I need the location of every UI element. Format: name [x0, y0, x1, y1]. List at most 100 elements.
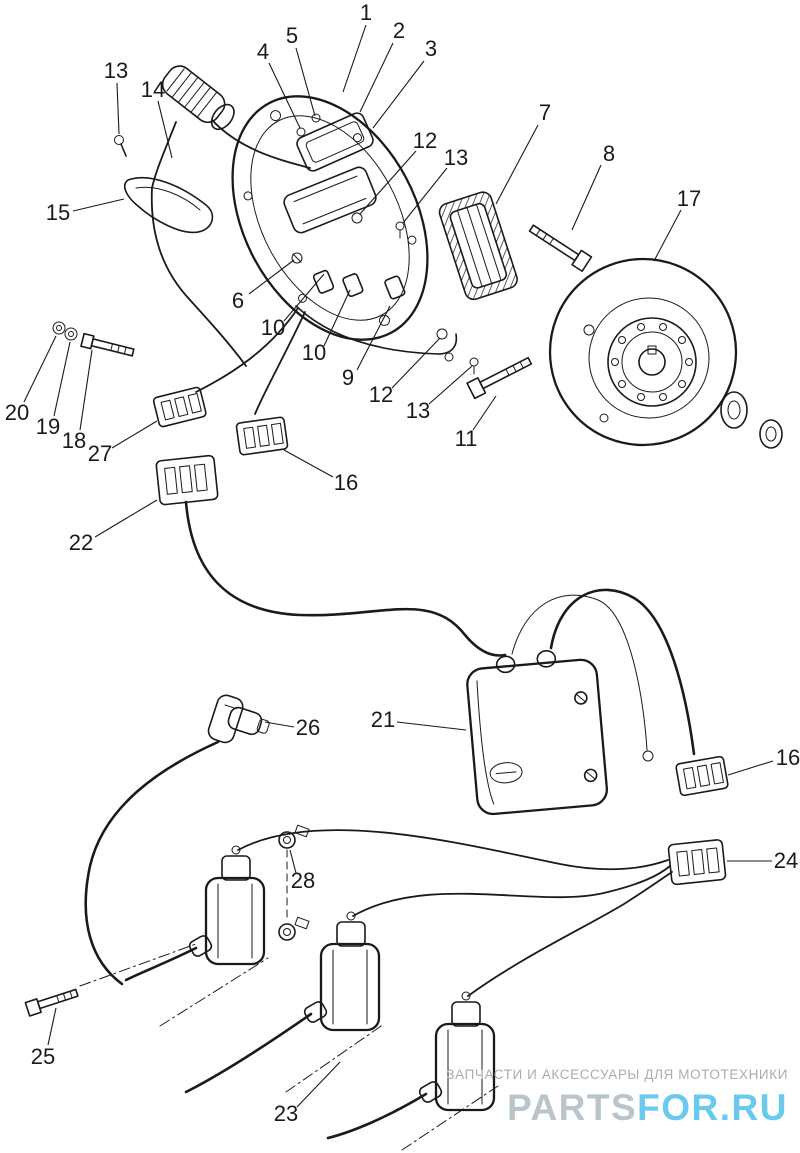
- leader-line-22: [94, 499, 158, 538]
- ignition-coil-1: [188, 845, 266, 966]
- watermark-tagline: ЗАПЧАСТИ И АКСЕССУАРЫ ДЛЯ МОТОТЕХНИКИ: [446, 1067, 788, 1083]
- part-callout-1: 1: [359, 0, 373, 25]
- leader-line-16: [727, 760, 774, 776]
- harness-wire-2: [254, 311, 306, 415]
- leader-line-12: [359, 150, 417, 215]
- leader-line-25: [47, 1007, 57, 1046]
- part-callout-4: 4: [256, 39, 270, 64]
- nut: [759, 419, 783, 449]
- leader-line-12: [391, 337, 441, 389]
- watermark-brand: PARTSFOR.RU: [446, 1087, 788, 1129]
- leader-line-26: [264, 721, 295, 728]
- leader-line-27: [111, 420, 158, 449]
- part-callout-13: 13: [103, 58, 129, 83]
- part-callout-19: 19: [35, 414, 61, 439]
- connector-16-right: [675, 755, 729, 797]
- leader-line-13: [428, 365, 473, 405]
- leader-line-1: [342, 24, 367, 93]
- leader-line-18: [79, 349, 93, 431]
- leader-line-19: [53, 341, 71, 417]
- axis-line-2: [159, 957, 269, 1027]
- part-callout-22: 22: [68, 530, 94, 555]
- charge-coil: [283, 166, 377, 234]
- flywheel: [548, 257, 738, 447]
- washer: [720, 391, 748, 429]
- lever: [123, 176, 214, 234]
- plate-screws: [291, 113, 321, 264]
- part-callout-18: 18: [61, 428, 87, 453]
- axis-line-3: [285, 1023, 385, 1093]
- watermark-brand-secondary: FOR.RU: [637, 1087, 788, 1129]
- leader-line-6: [248, 259, 295, 295]
- part-callout-25: 25: [30, 1044, 56, 1069]
- coil-wire-3: [467, 871, 673, 997]
- part-callout-8: 8: [602, 141, 616, 166]
- leader-line-13: [116, 82, 120, 135]
- part-callout-3: 3: [424, 36, 438, 61]
- connector-24: [667, 839, 727, 886]
- axis-line-1: [79, 943, 197, 987]
- bolt-25: [24, 988, 79, 1017]
- leader-line-20: [23, 335, 57, 403]
- part-callout-13: 13: [443, 145, 469, 170]
- part-callout-16: 16: [775, 745, 800, 770]
- watermark: ЗАПЧАСТИ И АКСЕССУАРЫ ДЛЯ МОТОТЕХНИКИ PA…: [446, 1068, 788, 1129]
- part-callout-26: 26: [295, 715, 321, 740]
- grip-cable: [211, 119, 311, 169]
- lever-cable: [150, 187, 247, 367]
- part-callout-2: 2: [392, 18, 406, 43]
- connector-27: [152, 386, 207, 428]
- leader-line-8: [571, 164, 602, 231]
- leader-line-10: [323, 289, 351, 347]
- ht-lead-1: [124, 946, 198, 982]
- ht-lead-3: [326, 1092, 428, 1140]
- coil-wire-2: [352, 865, 671, 917]
- part-callout-24: 24: [773, 848, 799, 873]
- cdi-output-cable: [549, 588, 696, 756]
- bolt-11: [466, 356, 533, 400]
- cdi-unit: [466, 649, 609, 816]
- leader-line-23: [296, 1061, 341, 1108]
- leader-line-28: [289, 849, 297, 874]
- part-callout-13: 13: [405, 398, 431, 423]
- part-callout-9: 9: [341, 365, 355, 390]
- rubber-grip: [161, 65, 235, 131]
- axis-line-4: [401, 1085, 499, 1151]
- leader-line-13: [402, 167, 448, 224]
- part-callout-10: 10: [260, 315, 286, 340]
- leader-line-10: [283, 273, 325, 322]
- part-callout-7: 7: [538, 100, 552, 125]
- ring-terminal: [642, 750, 654, 762]
- harness-wire: [195, 307, 299, 393]
- spark-plug-cap: [207, 694, 270, 744]
- part-callout-12: 12: [368, 382, 394, 407]
- main-harness-cable: [184, 500, 507, 657]
- part-callout-17: 17: [676, 186, 702, 211]
- part-callout-11: 11: [454, 426, 478, 451]
- leader-line-15: [72, 198, 125, 212]
- stator-plate-assembly: [231, 95, 479, 375]
- part-callout-16: 16: [333, 470, 359, 495]
- bolt-8: [528, 224, 593, 273]
- watermark-brand-primary: PARTS: [507, 1087, 638, 1129]
- part-callout-5: 5: [285, 23, 299, 48]
- leader-line-17: [653, 209, 682, 262]
- part-callout-21: 21: [370, 707, 396, 732]
- leader-lines: [23, 24, 774, 1108]
- part-callout-28: 28: [290, 868, 316, 893]
- lock-washers-28: [278, 824, 310, 941]
- part-callout-15: 15: [45, 200, 71, 225]
- source-coil: [296, 112, 374, 172]
- leader-line-14: [157, 100, 173, 159]
- screw-13: [114, 135, 127, 157]
- part-callout-12: 12: [412, 128, 438, 153]
- part-callout-10: 10: [301, 340, 327, 365]
- part-callout-27: 27: [87, 441, 113, 466]
- spark-plug-lead: [84, 740, 220, 986]
- leader-line-16: [283, 449, 334, 478]
- ht-lead-2: [184, 1012, 313, 1094]
- leader-line-7: [495, 124, 539, 205]
- leader-line-2: [359, 42, 394, 113]
